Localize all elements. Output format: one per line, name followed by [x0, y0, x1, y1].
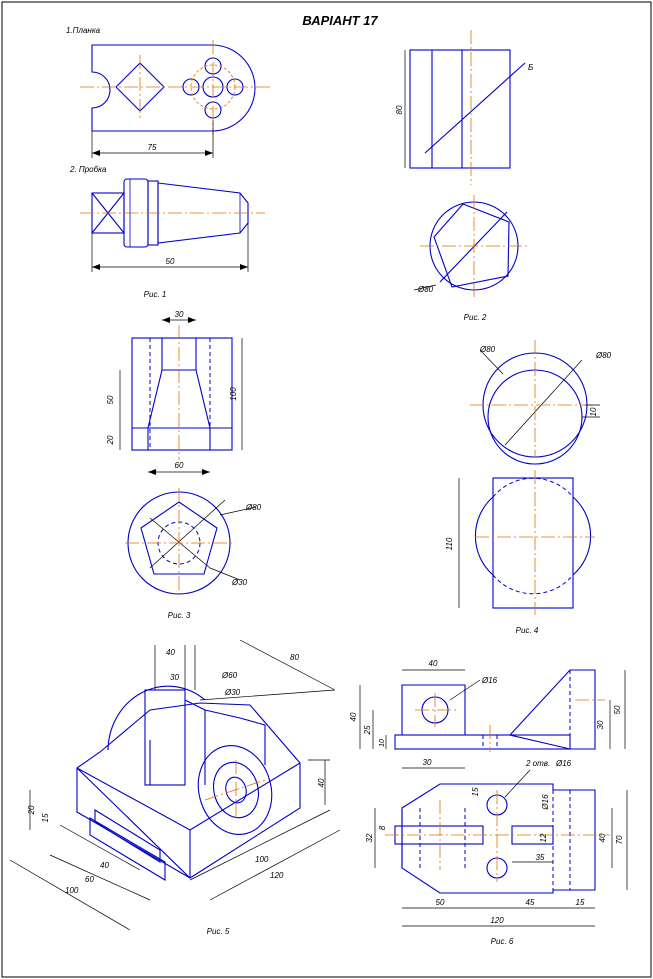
dim-20-fig5: 20: [27, 805, 36, 815]
part2-label: 2. Пробка: [69, 165, 107, 174]
dim-15-fig5: 15: [41, 813, 50, 822]
dim-45-fig6b: 45: [526, 898, 535, 907]
dim-30-fig3: 30: [175, 310, 184, 319]
fig6-top-view: 30 2 отв. Ø16 15 8 32 Ø16 12 40 70 35 50…: [365, 758, 628, 927]
dim-10-fig6a: 10: [379, 739, 386, 747]
dim-60-fig5: 60: [85, 875, 94, 884]
fig2-caption: Рис. 2: [464, 313, 487, 322]
dim-40-fig5: 40: [166, 648, 175, 657]
fig5-isometric: 40 30 Ø60 Ø30 80 40 20 15 40 60 100 100 …: [9, 639, 341, 931]
dim-60-fig3: 60: [175, 461, 184, 470]
dim-30-fig6b: 30: [423, 758, 432, 767]
fig2-top-view: Ø80: [413, 195, 530, 298]
dim-50-fig3: 50: [106, 395, 115, 404]
fig6-caption: Рис. 6: [491, 937, 514, 946]
dim-20-fig3: 20: [106, 435, 115, 445]
dim-75: 75: [148, 143, 157, 152]
dim-8-fig6b: 8: [378, 825, 387, 830]
fig3-caption: Рис. 3: [168, 611, 191, 620]
dim-40-fig6a: 40: [429, 659, 438, 668]
fig6-front-view: 40 Ø16 40 25 10 30 50: [349, 659, 626, 752]
dim-15-fig6b: 15: [471, 787, 480, 796]
dim-40v-fig5: 40: [317, 778, 326, 787]
dim-d60-fig5: Ø60: [221, 671, 238, 680]
dim-d30-fig5: Ø30: [224, 688, 241, 697]
dim-hd-fig6b: Ø16: [555, 759, 572, 768]
fig3-top-view: Ø80 Ø30: [125, 488, 262, 598]
dim-d16-fig6a: Ø16: [481, 676, 498, 685]
dim-holes-fig6b: 2 отв.: [525, 759, 550, 768]
dim-70-fig6b: 70: [615, 835, 624, 844]
dim-50: 50: [166, 257, 175, 266]
dim-d80-fig2: Ø80: [417, 285, 434, 294]
dim-30-fig6a: 30: [596, 720, 605, 729]
dim-80: 80: [395, 105, 404, 114]
dim-32-fig6b: 32: [365, 833, 374, 842]
dim-d16b-fig6b: Ø16: [541, 794, 550, 811]
label-b: Б: [528, 63, 533, 72]
fig4-caption: Рис. 4: [516, 626, 539, 635]
dim-120-fig5: 120: [270, 871, 284, 880]
fig5-caption: Рис. 5: [207, 927, 230, 936]
dim-100a-fig5: 100: [65, 886, 79, 895]
fig3-front-view: 30 50 20 100 60: [106, 310, 243, 475]
dim-15b-fig6b: 15: [576, 898, 585, 907]
dim-110-fig4: 110: [445, 537, 454, 550]
dim-10-fig4: 10: [589, 407, 598, 416]
page-title: ВАРІАНТ 17: [302, 13, 378, 28]
dim-d30-fig3: Ø30: [231, 578, 248, 587]
dim-d80b-fig4: Ø80: [595, 351, 612, 360]
dim-35-fig6b: 35: [536, 853, 545, 862]
dim-50-fig6b: 50: [436, 898, 445, 907]
dim-50-fig6a: 50: [613, 705, 622, 714]
dim-30-fig5: 30: [170, 673, 179, 682]
dim-12-fig6b: 12: [539, 833, 548, 842]
dim-100-fig3: 100: [229, 387, 238, 401]
dim-40v-fig6a: 40: [349, 712, 358, 721]
dim-25-fig6a: 25: [363, 725, 372, 735]
fig4-top-view: Ø80 Ø80 10: [470, 340, 612, 465]
dim-80-fig5: 80: [290, 653, 299, 662]
part1-label: 1.Планка: [66, 26, 101, 35]
dim-d80a-fig4: Ø80: [479, 345, 496, 354]
planka-view: 75: [80, 40, 270, 158]
dim-120-fig6b: 120: [490, 916, 504, 925]
dim-40-fig6b: 40: [598, 833, 607, 842]
dim-100b-fig5: 100: [255, 855, 269, 864]
fig4-front-view: 110: [445, 470, 595, 615]
fig2-front-view: 80 Б: [395, 30, 533, 185]
fig1-caption: Рис. 1: [144, 290, 167, 299]
probka-view: 50: [80, 178, 265, 272]
dim-d80-fig3: Ø80: [245, 503, 262, 512]
dim-40b-fig5: 40: [100, 861, 109, 870]
